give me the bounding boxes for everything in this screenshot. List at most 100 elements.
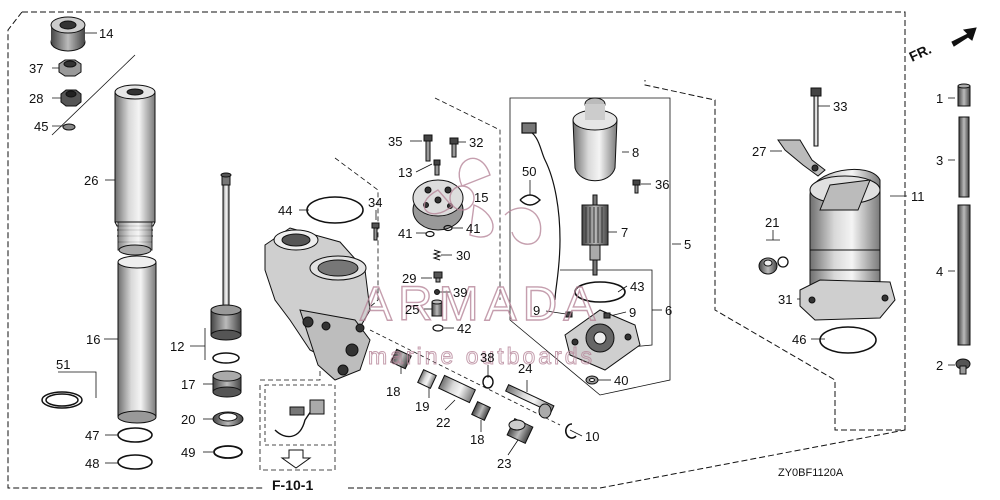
part-11-reservoir: [809, 168, 881, 301]
callout-18a: 18: [386, 384, 400, 399]
part-1-cap: [957, 83, 971, 107]
part-28-nut: [60, 89, 82, 107]
part-30-spring: [432, 249, 442, 261]
part-2-fitting: [955, 358, 971, 375]
callout-18b: 18: [470, 432, 484, 447]
callout-17: 17: [181, 377, 195, 392]
part-6-brush-holder: [564, 309, 641, 371]
part-12-piston-rod: [210, 172, 242, 364]
part-40-washer: [585, 375, 599, 385]
callout-39: 39: [453, 285, 467, 300]
part-10-clip: [565, 423, 577, 439]
callout-4: 4: [936, 264, 943, 279]
callout-5: 5: [684, 237, 691, 252]
callout-14: 14: [99, 26, 113, 41]
part-25-valve: [431, 299, 443, 317]
part-47-oring: [117, 427, 153, 443]
callout-31: 31: [778, 292, 792, 307]
part-35-bolt: [423, 134, 433, 162]
callout-28: 28: [29, 91, 43, 106]
callout-labels: 14 37 28 45 26 16 51 47 48 12 17 20 49 4…: [29, 26, 943, 471]
part-41-oring-a: [425, 230, 435, 238]
callout-33: 33: [833, 99, 847, 114]
callout-41b: 41: [466, 221, 480, 236]
part-49-oring: [213, 445, 243, 459]
part-34-bolt: [371, 222, 380, 241]
callout-11: 11: [911, 189, 925, 204]
part-8-motor-housing: [572, 97, 618, 182]
callout-9a: 9: [533, 303, 540, 318]
part-24-rod: [504, 384, 555, 419]
part-39-ball: [434, 289, 440, 295]
part-19-valve: [417, 369, 437, 389]
part-41-oring-b: [443, 224, 453, 232]
callout-30: 30: [456, 248, 470, 263]
part-14-cap: [50, 16, 86, 52]
callout-8: 8: [632, 145, 639, 160]
callout-13: 13: [398, 165, 412, 180]
part-16-cylinder-sleeve: [117, 255, 157, 424]
part-45-washer: [62, 123, 76, 131]
callout-46: 46: [792, 332, 806, 347]
part-3-rod: [958, 116, 970, 198]
watermark-brand: ARMADA: [360, 278, 601, 331]
watermark-tagline: marine outboards: [368, 343, 595, 369]
callout-51: 51: [56, 357, 70, 372]
part-9-screw-b: [603, 312, 611, 319]
callout-34: 34: [368, 195, 382, 210]
part-13-bolt: [433, 159, 441, 176]
leader-lines: [51, 32, 955, 464]
callout-16: 16: [86, 332, 100, 347]
assembly-frame-11: [7, 11, 906, 489]
figure-ref-label: F-10-1: [272, 477, 313, 493]
front-indicator-label: FR.: [907, 41, 934, 65]
front-arrow-icon: [951, 27, 977, 47]
part-42-oring: [432, 324, 444, 332]
callout-27: 27: [752, 144, 766, 159]
callout-1: 1: [936, 91, 943, 106]
callout-35: 35: [388, 134, 402, 149]
callout-43: 43: [630, 279, 644, 294]
part-26-tilt-cylinder: [114, 84, 156, 256]
callout-26: 26: [84, 173, 98, 188]
callout-47: 47: [85, 428, 99, 443]
part-4-rod: [957, 204, 971, 346]
callout-29: 29: [402, 271, 416, 286]
part-44-oring: [306, 196, 364, 224]
callout-37: 37: [29, 61, 43, 76]
part-21-screw: [758, 256, 789, 275]
callout-41a: 41: [398, 226, 412, 241]
callout-2: 2: [936, 358, 943, 373]
callout-7: 7: [621, 225, 628, 240]
callout-38: 38: [480, 350, 494, 365]
part-23-plug: [506, 417, 534, 445]
figure-ref-box: [264, 384, 336, 446]
part-32-bolt: [449, 137, 459, 158]
part-7-armature: [581, 194, 609, 276]
callout-25: 25: [405, 302, 419, 317]
callout-45: 45: [34, 119, 48, 134]
watermark-logo: ARMADA marine outboards: [359, 157, 601, 370]
part-22-valve-body: [437, 374, 477, 404]
callout-20: 20: [181, 412, 195, 427]
part-9-screw-a: [565, 311, 573, 318]
part-38-ring: [482, 375, 494, 389]
callout-19: 19: [415, 399, 429, 414]
part-36-screw: [632, 179, 641, 194]
callout-50: 50: [522, 164, 536, 179]
part-50-harness: [519, 122, 561, 301]
part-31-flange: [799, 279, 896, 321]
part-29-plug: [433, 271, 443, 283]
callout-12: 12: [170, 339, 184, 354]
callout-6: 6: [665, 303, 672, 318]
part-27-bracket: [777, 139, 826, 177]
callout-21: 21: [765, 215, 779, 230]
callout-22: 22: [436, 415, 450, 430]
pump-housing: [264, 227, 371, 381]
callout-10: 10: [585, 429, 599, 444]
callout-32: 32: [469, 135, 483, 150]
callout-3: 3: [936, 153, 943, 168]
part-51-ring: [41, 391, 83, 409]
figure-ref-parts: [274, 399, 325, 438]
